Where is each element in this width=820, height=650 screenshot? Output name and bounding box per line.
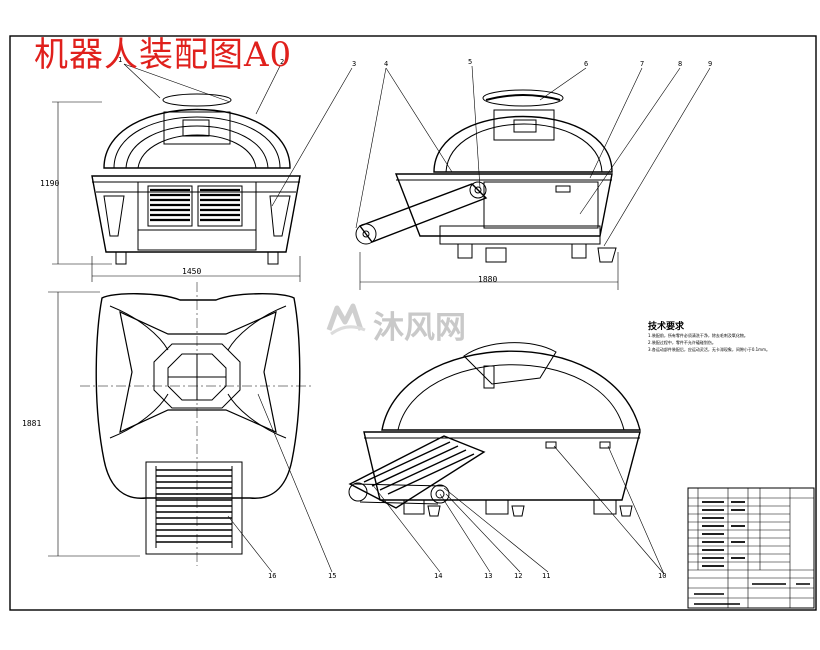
balloon-7: 7 xyxy=(640,60,644,68)
dim-length-side: 1880 xyxy=(478,275,497,284)
balloon-9: 9 xyxy=(708,60,712,68)
balloon-6: 6 xyxy=(584,60,588,68)
drawing-title: 机器人装配图A0 xyxy=(34,35,293,75)
balloon-14: 14 xyxy=(434,572,442,580)
dimension-labels: 1190 1450 1880 1881 xyxy=(22,179,497,428)
mf-logo-icon xyxy=(326,303,366,336)
balloon-8: 8 xyxy=(678,60,682,68)
front-view xyxy=(52,93,301,282)
balloon-16: 16 xyxy=(268,572,276,580)
sheet-frame xyxy=(9,35,817,611)
balloon-12: 12 xyxy=(514,572,522,580)
balloon-2: 2 xyxy=(280,58,284,66)
requirement-line: 2.装配过程中，零件不允许磕碰划伤。 xyxy=(648,340,716,345)
dim-width-front: 1450 xyxy=(182,267,201,276)
balloon-11: 11 xyxy=(542,572,550,580)
balloon-labels: 1 2 3 4 5 6 7 8 9 10 11 12 13 14 15 16 xyxy=(118,56,712,580)
dim-length-top: 1881 xyxy=(22,419,41,428)
requirements-title: 技术要求 xyxy=(648,322,685,332)
balloon-1: 1 xyxy=(118,56,122,64)
requirement-line: 1.装配前，所有零件必须清洗干净，除去毛刺及氧化物。 xyxy=(648,333,748,338)
balloon-3: 3 xyxy=(352,60,356,68)
balloon-10: 10 xyxy=(658,572,666,580)
balloon-13: 13 xyxy=(484,572,492,580)
dim-height-front: 1190 xyxy=(40,179,59,188)
iso-view xyxy=(348,342,641,517)
technical-requirements: 技术要求 1.装配前，所有零件必须清洗干净，除去毛刺及氧化物。 2.装配过程中，… xyxy=(648,319,778,353)
watermark-text: 沐风网 xyxy=(373,310,466,346)
title-block xyxy=(687,487,815,609)
watermark: 沐风网 xyxy=(325,300,505,346)
balloon-5: 5 xyxy=(468,58,472,66)
requirement-line: 3.各运动部件装配后，应运动灵活，无卡滞现象，间隙小于0.1mm。 xyxy=(648,347,770,352)
balloon-15: 15 xyxy=(328,572,336,580)
top-view xyxy=(48,282,312,566)
leader-lines xyxy=(123,63,711,575)
side-view xyxy=(355,89,619,290)
balloon-4: 4 xyxy=(384,60,388,68)
